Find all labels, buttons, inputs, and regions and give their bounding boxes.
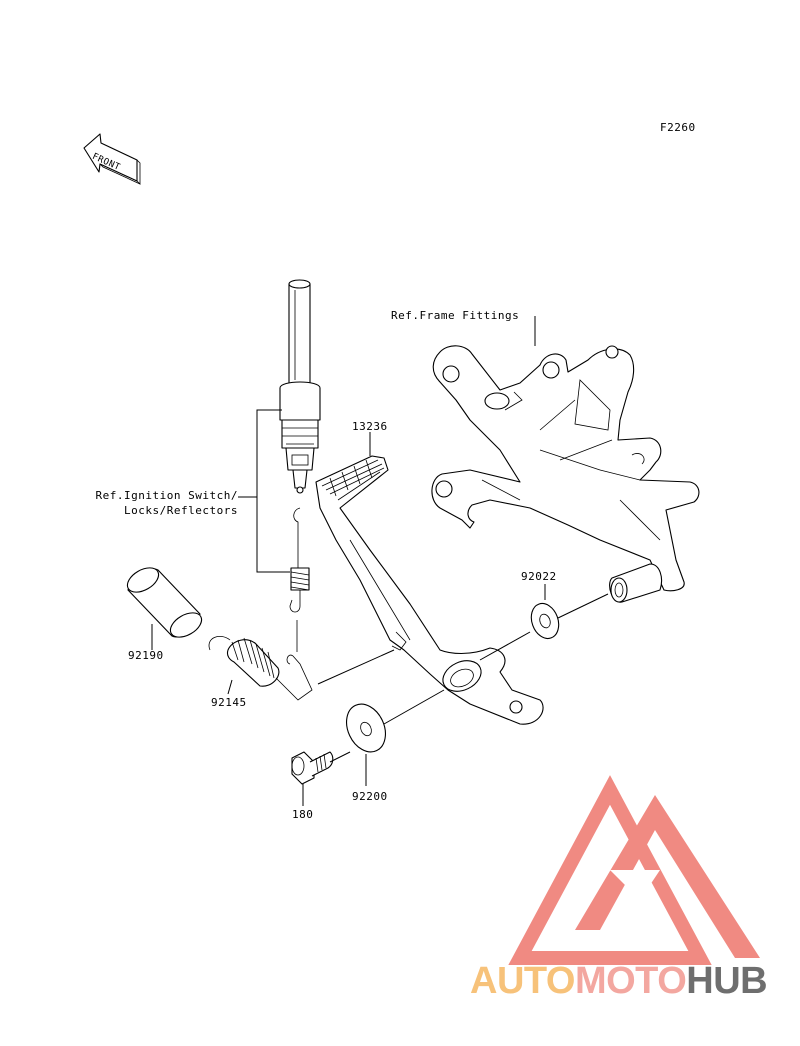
bolt-180	[291, 751, 334, 785]
brake-light-switch	[279, 279, 321, 494]
sleeve-92190	[126, 567, 203, 638]
label-92190: 92190	[128, 649, 164, 662]
front-arrow-icon	[83, 133, 141, 185]
label-13236: 13236	[352, 420, 388, 433]
diagram-code: F2260	[660, 121, 696, 134]
label-92022: 92022	[521, 570, 557, 583]
washer-92200	[346, 703, 386, 753]
switch-spring	[289, 507, 310, 652]
label-frame-fittings: Ref.Frame Fittings	[391, 309, 520, 322]
watermark-moto: MOTO	[574, 960, 687, 1002]
label-92145: 92145	[211, 696, 247, 709]
washer-92022	[530, 602, 560, 640]
label-180: 180	[292, 808, 314, 821]
label-ignition-line1: Ref.Ignition Switch/	[95, 489, 238, 502]
watermark-hub: HUB	[686, 960, 768, 1002]
watermark-text: AUTOMOTOHUB	[470, 960, 768, 1003]
label-92200: 92200	[352, 790, 388, 803]
automotohub-logo	[508, 775, 760, 965]
watermark-auto: AUTO	[470, 960, 575, 1002]
label-ignition-line2: Locks/Reflectors	[124, 504, 238, 517]
leader-lines	[151, 316, 609, 806]
frame-bracket	[431, 345, 700, 603]
spring-92145	[208, 636, 313, 701]
ignition-bracket-line	[238, 409, 290, 573]
